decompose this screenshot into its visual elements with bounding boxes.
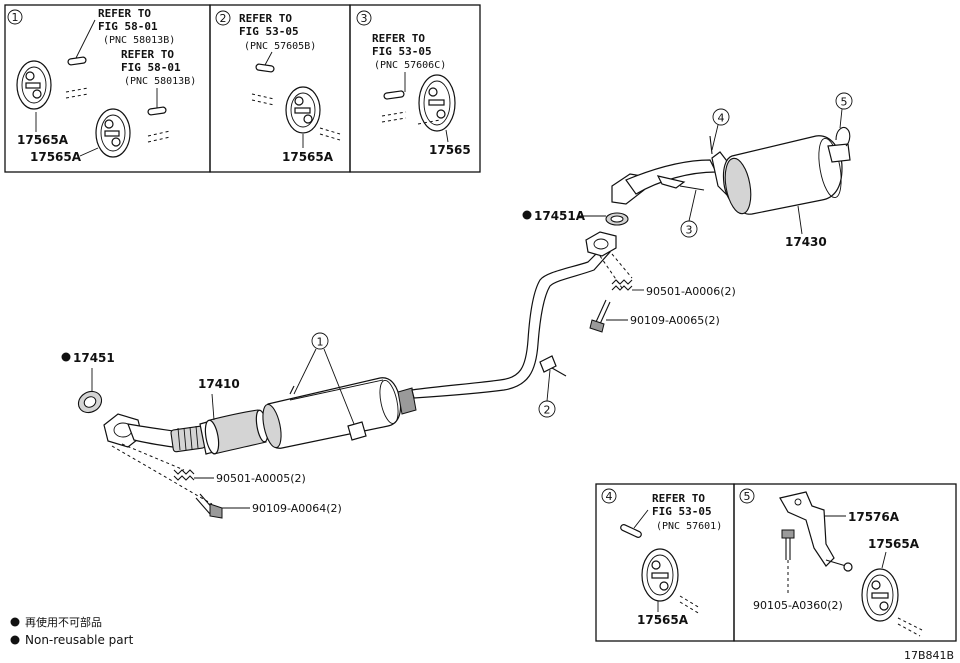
callout-1: 1 (317, 336, 324, 349)
inset-1-ref-b-pnc: (PNC 58013B) (124, 76, 196, 87)
inset-2-ref-line1: REFER TO (239, 12, 292, 25)
inset-1-label-top: 17565A (17, 133, 69, 147)
legend-line-en: Non-reusable part (25, 633, 134, 647)
inset-1-label-bottom: 17565A (30, 150, 82, 164)
inset-4: 4 REFER TO FIG 53-05 (PNC 57601) 17565A (595, 483, 735, 642)
inset-4-ref-pnc: (PNC 57601) (656, 521, 722, 532)
rubber-hanger-17565A-bottom (95, 108, 131, 158)
inset-2: 2 REFER TO FIG 53-05 (PNC 57605B) 17565A (209, 4, 351, 173)
inset-2-ref-line2: FIG 53-05 (239, 25, 299, 38)
figure-code: 17B841B (904, 649, 954, 662)
legend: 再使用不可部品 Non-reusable part (10, 615, 134, 647)
label-bolt-rear: 90109-A0065(2) (630, 314, 720, 327)
bracket-17576A (779, 491, 853, 572)
flex-section (170, 425, 206, 453)
callout-4: 4 (718, 112, 725, 125)
inset-4-ref-line2: FIG 53-05 (652, 505, 712, 518)
rubber-hanger-17565A-inset5 (861, 568, 899, 622)
label-gasket-front: 17451 (73, 351, 115, 365)
inset-2-label: 17565A (282, 150, 334, 164)
inset-1-ref-a-line1: REFER TO (98, 7, 151, 20)
spring-front (173, 469, 195, 481)
legend-line-jp: 再使用不可部品 (25, 615, 102, 629)
inset-4-marker: 4 (606, 490, 613, 503)
inset-5: 5 17576A 90105-A0360(2) 17565A (733, 483, 957, 642)
inset-2-marker: 2 (220, 12, 227, 25)
label-gasket-rear: 17451A (534, 209, 586, 223)
inset-3-ref-line1: REFER TO (372, 32, 425, 45)
inset-1-ref-a-line2: FIG 58-01 (98, 20, 158, 33)
rubber-hanger-17565A (285, 86, 321, 134)
inset-3-ref-pnc: (PNC 57606C) (374, 60, 446, 71)
bolt-front (195, 493, 223, 519)
inset-3-ref-line2: FIG 53-05 (372, 45, 432, 58)
inset-3-marker: 3 (361, 12, 368, 25)
rear-flange (585, 231, 617, 257)
spring-rear (611, 279, 633, 291)
main-exhaust-assembly: 17451 17410 (61, 92, 853, 519)
label-bolt-front: 90109-A0064(2) (252, 502, 342, 515)
inset-4-ref-line1: REFER TO (652, 492, 705, 505)
inset-5-label-bolt: 90105-A0360(2) (753, 599, 843, 612)
inset-1: 1 REFER TO FIG 58-01 (PNC 58013B) REFER … (4, 4, 211, 173)
label-spring-front: 90501-A0005(2) (216, 472, 306, 485)
catalytic-converter (199, 409, 269, 455)
inset-1-ref-a-pnc: (PNC 58013B) (103, 35, 175, 46)
gasket-17451A (605, 212, 629, 226)
label-spring-rear: 90501-A0006(2) (646, 285, 736, 298)
rubber-hanger-17565A-inset4 (641, 548, 679, 602)
inset-1-ref-b-line1: REFER TO (121, 48, 174, 61)
inset-2-ref-pnc: (PNC 57605B) (244, 41, 316, 52)
inset-3-label: 17565 (429, 143, 471, 157)
bolt-rear (589, 299, 611, 333)
rubber-hanger-17565 (418, 74, 456, 132)
inset-5-label-bracket: 17576A (848, 510, 900, 524)
bolt-90105 (781, 529, 795, 560)
inset-1-ref-b-line2: FIG 58-01 (121, 61, 181, 74)
rear-muffler-17430 (611, 135, 851, 215)
inset-5-label-hanger: 17565A (868, 537, 920, 551)
hanger-pin (65, 56, 171, 143)
gasket-17451 (77, 390, 103, 414)
callout-2: 2 (544, 404, 551, 417)
label-front-pipe: 17410 (198, 377, 240, 391)
rubber-hanger-17565A-top (16, 60, 52, 110)
callout-5: 5 (841, 96, 848, 109)
inset-3: 3 REFER TO FIG 53-05 (PNC 57606C) 17565 (349, 4, 481, 173)
inset-1-marker: 1 (12, 11, 19, 24)
hanger-bracket-center (289, 385, 367, 441)
callout-3: 3 (686, 224, 693, 237)
label-muffler: 17430 (785, 235, 827, 249)
inset-4-label: 17565A (637, 613, 689, 627)
center-muffler (262, 377, 417, 449)
inset-5-marker: 5 (744, 490, 751, 503)
